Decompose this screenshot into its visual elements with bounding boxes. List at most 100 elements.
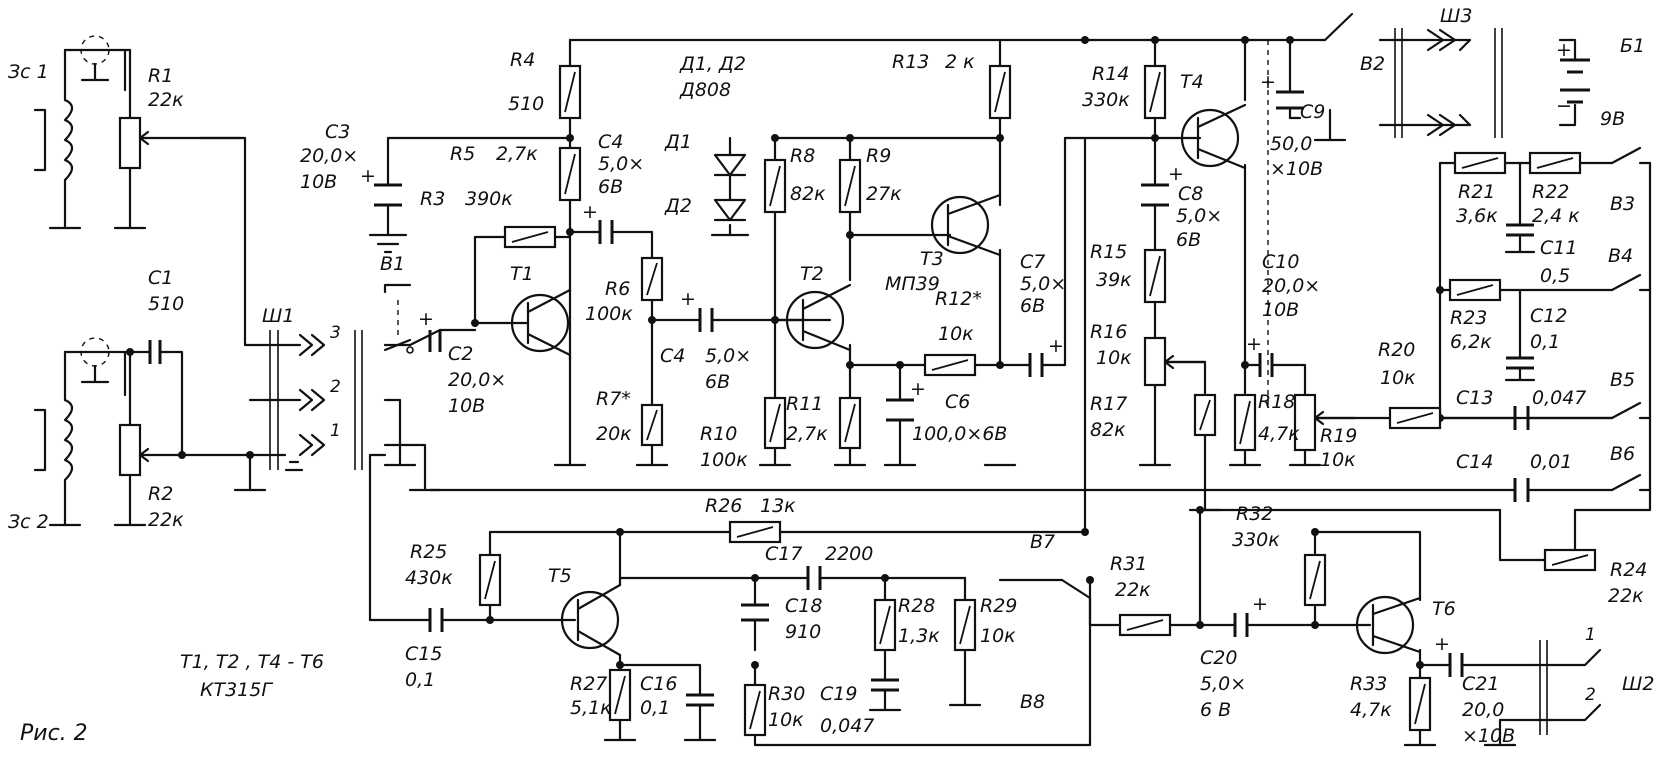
b1-battery-label: Б1 <box>1620 35 1645 57</box>
r30-name: R30 <box>768 683 805 705</box>
r5-value: 2,7к <box>496 143 538 165</box>
c21-rating: ×10В <box>1462 725 1515 747</box>
battery-plus: + <box>1556 39 1572 61</box>
r12-name: R12* <box>935 288 982 310</box>
t1-label: T1 <box>510 263 534 285</box>
diodes-line2: Д808 <box>679 79 731 101</box>
c10-rating: 10В <box>1262 299 1299 321</box>
d1-label: Д1 <box>664 131 692 153</box>
r1-name: R1 <box>148 65 173 87</box>
c6-plus: + <box>910 378 926 400</box>
r27-name: R27 <box>570 673 607 695</box>
input-coils <box>33 35 110 482</box>
b5-label: В5 <box>1610 369 1635 391</box>
b3-label: В3 <box>1610 193 1635 215</box>
r18-name: R18 <box>1258 391 1295 413</box>
c6-name: C6 <box>945 391 970 413</box>
b1-switch-label: В1 <box>380 253 405 275</box>
r29-value: 10к <box>980 625 1016 647</box>
b8-label: В8 <box>1020 691 1045 713</box>
r16-value: 10к <box>1096 347 1132 369</box>
labels: Зс 1 Зс 2 R1 22к R2 22к C1 510 C3 20,0× … <box>8 5 1654 747</box>
c4b-rating: 6В <box>705 371 730 393</box>
r16-name: R16 <box>1090 321 1127 343</box>
diode-symbols <box>713 153 747 222</box>
diodes-line1: Д1, Д2 <box>679 53 746 75</box>
r15-value: 39к <box>1096 269 1132 291</box>
r9-value: 27к <box>866 183 902 205</box>
ground-symbols <box>233 116 1536 747</box>
r33-name: R33 <box>1350 673 1387 695</box>
r14-value: 330к <box>1082 89 1130 111</box>
b4-label: В4 <box>1608 245 1633 267</box>
c7-rating: 6В <box>1020 295 1045 317</box>
c15-value: 0,1 <box>405 669 435 691</box>
b2-label: В2 <box>1360 53 1385 75</box>
r15-name: R15 <box>1090 241 1127 263</box>
c4b-value: 5,0× <box>705 345 751 367</box>
r17-name: R17 <box>1090 393 1127 415</box>
c2-rating: 10В <box>448 395 485 417</box>
d2-label: Д2 <box>664 195 692 217</box>
t4-label: T4 <box>1180 71 1204 93</box>
r25-value: 430к <box>405 567 453 589</box>
r10-name: R10 <box>700 423 737 445</box>
c3-value: 20,0× <box>300 145 358 167</box>
c18-value: 910 <box>785 621 821 643</box>
capacitor-plates <box>148 90 1534 707</box>
battery-minus: − <box>1556 95 1572 117</box>
c19-name: C19 <box>820 683 857 705</box>
c4a-name: C4 <box>598 131 623 153</box>
r13-value: 2 к <box>945 51 975 73</box>
junctions <box>126 36 1444 669</box>
c13-name: C13 <box>1456 387 1493 409</box>
r31-value: 22к <box>1115 579 1151 601</box>
r28-value: 1,3к <box>898 625 940 647</box>
c3-rating: 10В <box>300 171 337 193</box>
r4-value: 510 <box>508 93 544 115</box>
r11-name: R11 <box>786 393 823 415</box>
r12-value: 10к <box>938 323 974 345</box>
r6-name: R6 <box>605 278 630 300</box>
r30-value: 10к <box>768 709 804 731</box>
c9-name: C9 <box>1300 101 1325 123</box>
c8-name: C8 <box>1178 183 1203 205</box>
c20-plus: + <box>1252 593 1268 615</box>
r24-name: R24 <box>1610 559 1647 581</box>
c12-value: 0,1 <box>1530 331 1560 353</box>
r23-value: 6,2к <box>1450 331 1492 353</box>
sh2-pin2: 2 <box>1585 685 1596 705</box>
r29-name: R29 <box>980 595 1017 617</box>
c20-rating: 6 В <box>1200 699 1231 721</box>
sh1-label: Ш1 <box>262 305 294 327</box>
r21-value: 3,6к <box>1456 205 1498 227</box>
c7-plus: + <box>1048 335 1064 357</box>
r31-name: R31 <box>1110 553 1147 575</box>
t6-label: T6 <box>1432 598 1456 620</box>
r4-name: R4 <box>510 49 535 71</box>
transistor-note-line1: T1, T2 , T4 - T6 <box>180 651 324 673</box>
r22-name: R22 <box>1532 181 1569 203</box>
r11-value: 2,7к <box>786 423 828 445</box>
c10-value: 20,0× <box>1262 275 1320 297</box>
r10-value: 100к <box>700 449 748 471</box>
c3-name: C3 <box>325 121 350 143</box>
c17-value: 2200 <box>825 543 873 565</box>
c12-name: C12 <box>1530 305 1567 327</box>
r8-name: R8 <box>790 145 815 167</box>
r20-value: 10к <box>1380 367 1416 389</box>
c4a-value: 5,0× <box>598 153 644 175</box>
c4a-plus: + <box>582 201 598 223</box>
transistor-symbols <box>473 103 1422 657</box>
r13-name: R13 <box>892 51 929 73</box>
r19-value: 10к <box>1320 449 1356 471</box>
r17-value: 82к <box>1090 419 1126 441</box>
r32-name: R32 <box>1236 503 1273 525</box>
t3-type: МП39 <box>885 273 940 295</box>
sh1-pin2: 2 <box>330 377 341 397</box>
c8-value: 5,0× <box>1176 205 1222 227</box>
c9-plus: + <box>1260 71 1276 93</box>
r7-value: 20к <box>596 423 632 445</box>
c19-value: 0,047 <box>820 715 874 737</box>
r19-body <box>1293 393 1317 452</box>
